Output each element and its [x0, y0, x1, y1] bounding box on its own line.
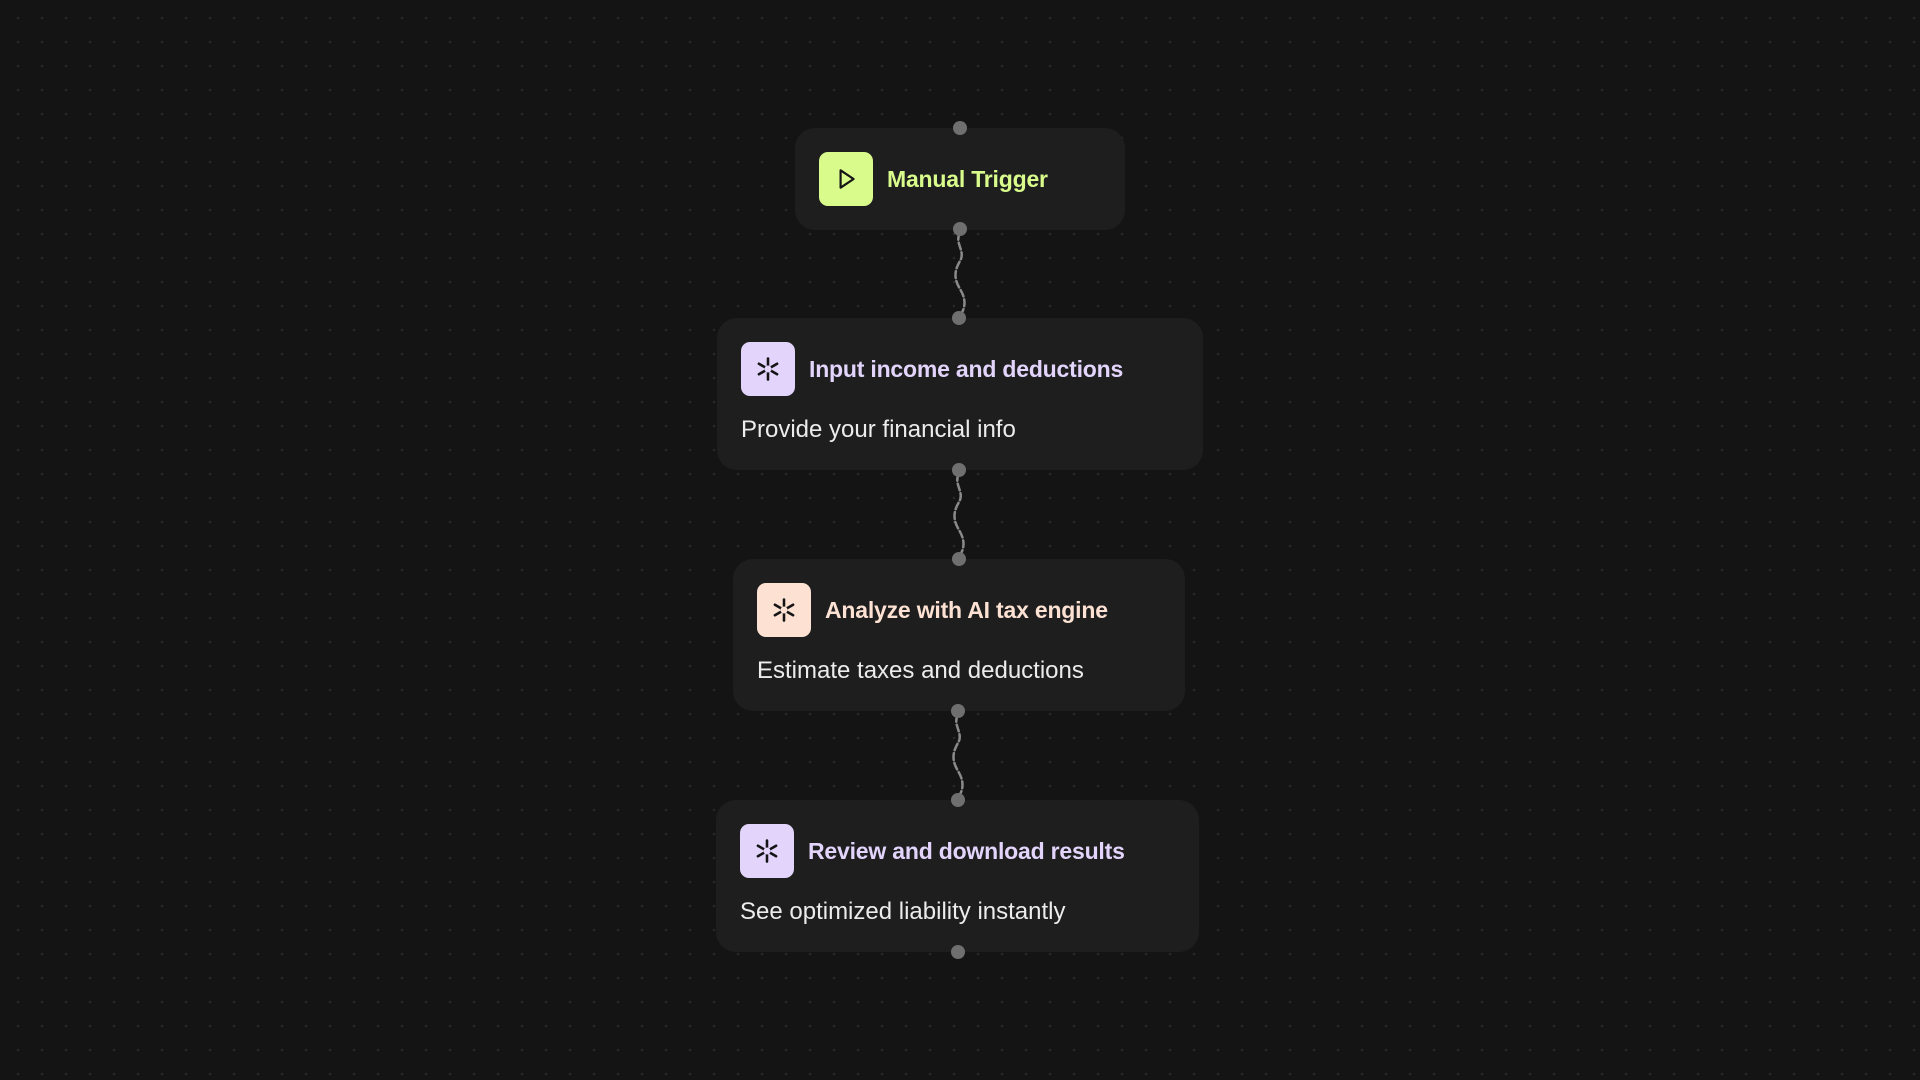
- play-icon: [819, 152, 873, 206]
- output-port[interactable]: [951, 704, 965, 718]
- input-port[interactable]: [952, 552, 966, 566]
- node-analyze-ai[interactable]: Analyze with AI tax engine Estimate taxe…: [733, 559, 1185, 711]
- node-review-download[interactable]: Review and download results See optimize…: [716, 800, 1199, 952]
- sparkle-icon: [757, 583, 811, 637]
- output-port[interactable]: [953, 222, 967, 236]
- node-title: Manual Trigger: [887, 165, 1048, 192]
- node-input-income[interactable]: Input income and deductions Provide your…: [717, 318, 1203, 470]
- connector-3-4: [952, 713, 964, 800]
- node-description: Estimate taxes and deductions: [757, 657, 1084, 684]
- connector-2-3: [953, 472, 965, 559]
- sparkle-icon: [741, 342, 795, 396]
- node-title: Analyze with AI tax engine: [825, 596, 1108, 623]
- input-port[interactable]: [951, 793, 965, 807]
- node-description: Provide your financial info: [741, 416, 1016, 443]
- node-manual-trigger[interactable]: Manual Trigger: [795, 128, 1125, 230]
- node-description: See optimized liability instantly: [740, 898, 1066, 925]
- input-port[interactable]: [953, 121, 967, 135]
- input-port[interactable]: [952, 311, 966, 325]
- node-title: Review and download results: [808, 837, 1125, 864]
- output-port[interactable]: [951, 945, 965, 959]
- node-title: Input income and deductions: [809, 355, 1124, 382]
- output-port[interactable]: [952, 463, 966, 477]
- sparkle-icon: [740, 824, 794, 878]
- connector-1-2: [954, 231, 966, 318]
